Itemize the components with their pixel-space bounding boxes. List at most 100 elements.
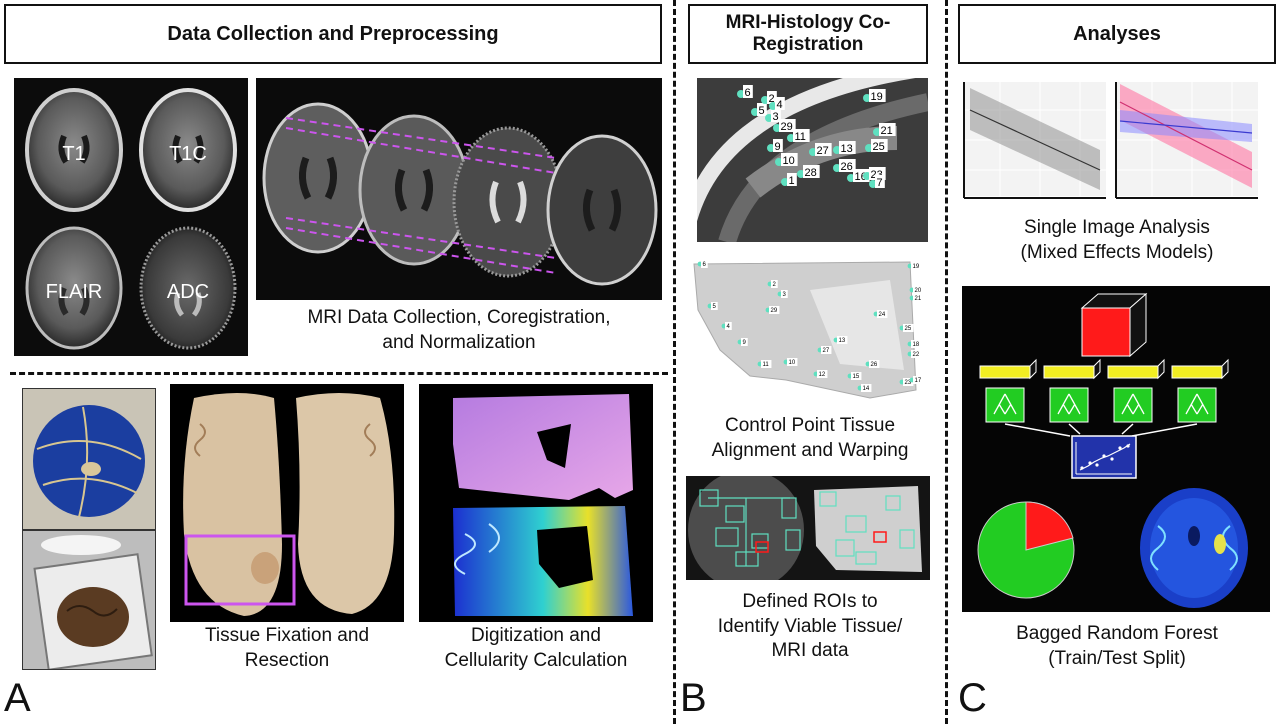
control-point-label-bg	[803, 165, 820, 178]
control-point-label-bg	[817, 370, 828, 378]
control-point-label: 9	[775, 141, 781, 153]
control-point-label-bg	[879, 123, 896, 136]
train-test-pie	[977, 501, 1075, 599]
control-point-label: 4	[727, 324, 731, 330]
divider-a-horizontal	[10, 372, 668, 375]
control-point-label: 23	[905, 380, 912, 386]
control-point-label-bg	[761, 360, 772, 368]
caption-single-image-line2: (Mixed Effects Models)	[1020, 241, 1214, 263]
caption-bagged: Bagged Random Forest (Train/Test Split)	[958, 622, 1276, 671]
label-t1: T1	[62, 143, 85, 165]
control-point-label: 4	[777, 99, 783, 111]
control-point-label-bg	[913, 294, 924, 302]
control-point-label: 6	[703, 262, 707, 268]
control-point-mri-drawing: 65293910271312826162371925212114	[697, 78, 928, 242]
coreg-line-4	[285, 227, 557, 274]
caption-bagged-line2: (Train/Test Split)	[1048, 647, 1186, 669]
caption-tissue: Tissue Fixation and Resection	[160, 624, 414, 673]
caption-control-point-line1: Control Point Tissue	[724, 415, 896, 436]
control-point-label: 10	[783, 155, 795, 167]
control-point-label-bg	[911, 350, 922, 358]
caption-mri-collection-line2: and Normalization	[382, 331, 536, 353]
decision-trees	[985, 387, 1217, 423]
control-point-label-bg	[871, 139, 888, 152]
aggregation-arrows	[1004, 423, 1198, 437]
control-point-label: 11	[795, 131, 806, 143]
confidence-band-grey	[970, 88, 1100, 190]
control-point-mri: 65293910271312826162371925212114	[697, 78, 928, 242]
header-collection-text: Data Collection and Preprocessing	[167, 22, 499, 45]
caption-rois-line1: Defined ROIs to	[742, 591, 878, 612]
control-point-label-bg	[875, 175, 885, 188]
resection-box	[184, 534, 296, 606]
control-point-label-bg	[869, 360, 880, 368]
control-point-label: 2	[773, 282, 777, 288]
control-point-label-bg	[781, 153, 798, 166]
control-point-label: 26	[841, 161, 853, 173]
stack-slice-1	[262, 102, 374, 254]
stack-slice-2	[358, 114, 470, 266]
mri-stack-drawing	[262, 102, 658, 286]
roi-histology	[814, 486, 922, 572]
control-point-label: 27	[823, 348, 830, 354]
control-point-label: 17	[915, 378, 922, 384]
caption-single-image-line1: Single Image Analysis	[1024, 217, 1210, 238]
control-point-label-bg	[781, 290, 788, 298]
control-point-label-bg	[913, 376, 924, 384]
control-point-label: 22	[913, 352, 920, 358]
caption-control-point: Control Point Tissue Alignment and Warpi…	[682, 414, 938, 463]
control-point-label-bg	[861, 384, 872, 392]
control-point-label-bg	[725, 322, 732, 330]
control-point-label-bg	[787, 358, 798, 366]
digitization-image	[419, 384, 653, 622]
caption-control-point-line2: Alignment and Warping	[711, 439, 909, 461]
control-point-label-bg	[839, 159, 856, 172]
control-point-label: 3	[783, 292, 787, 298]
label-adc: ADC	[167, 281, 209, 303]
coreg-line-1	[285, 117, 557, 159]
stack-slice-3	[452, 126, 564, 278]
prediction-brain-map	[1140, 488, 1248, 608]
control-point-label-bg	[769, 306, 780, 314]
coreg-line-3	[285, 217, 557, 259]
control-point-label: 21	[881, 125, 893, 137]
control-point-label-bg	[839, 141, 856, 154]
control-point-label: 11	[763, 362, 770, 368]
caption-rois: Defined ROIs to Identify Viable Tissue/ …	[682, 590, 938, 664]
roi-drawing	[688, 476, 922, 580]
caption-tissue-line1: Tissue Fixation and	[204, 625, 370, 646]
control-point-label: 13	[841, 143, 853, 155]
blue-mold	[33, 405, 145, 517]
control-point-label: 29	[781, 121, 793, 133]
control-point-label-bg	[911, 262, 922, 270]
control-point-label: 26	[871, 362, 878, 368]
panel-letter-a: A	[4, 676, 31, 720]
header-coregistration: MRI-Histology Co- Registration	[688, 4, 928, 64]
control-point-label: 29	[771, 308, 778, 314]
control-point-label: 24	[879, 312, 886, 318]
roi-boxes-histology	[819, 491, 915, 565]
control-point-label: 14	[863, 386, 870, 392]
control-point-label-bg	[903, 324, 914, 332]
control-point-label-bg	[837, 336, 848, 344]
control-point-label-bg	[773, 139, 783, 152]
adc-brain	[139, 226, 237, 350]
tissue-right-hemisphere	[296, 393, 395, 614]
mri-grid-drawing: T1 T1C FLAIR ADC	[25, 88, 237, 350]
regression-line-pink	[1119, 101, 1253, 171]
divider-a-b	[673, 0, 676, 724]
caption-rois-line2: Identify Viable Tissue/	[717, 615, 903, 637]
stack-slice-4	[546, 134, 658, 286]
control-point-label: 15	[853, 374, 860, 380]
roi-red-histology	[873, 531, 887, 543]
brain-mold-photo	[22, 388, 156, 530]
roi-red-mri	[755, 541, 769, 553]
random-forest-panel	[962, 286, 1270, 612]
header-coregistration-line2: Registration	[752, 34, 864, 55]
control-point-label-bg	[821, 346, 832, 354]
control-point-label: 28	[805, 167, 817, 179]
control-point-label-bg	[815, 143, 832, 156]
control-point-label: 2	[769, 93, 775, 105]
control-point-label-bg	[913, 286, 924, 294]
